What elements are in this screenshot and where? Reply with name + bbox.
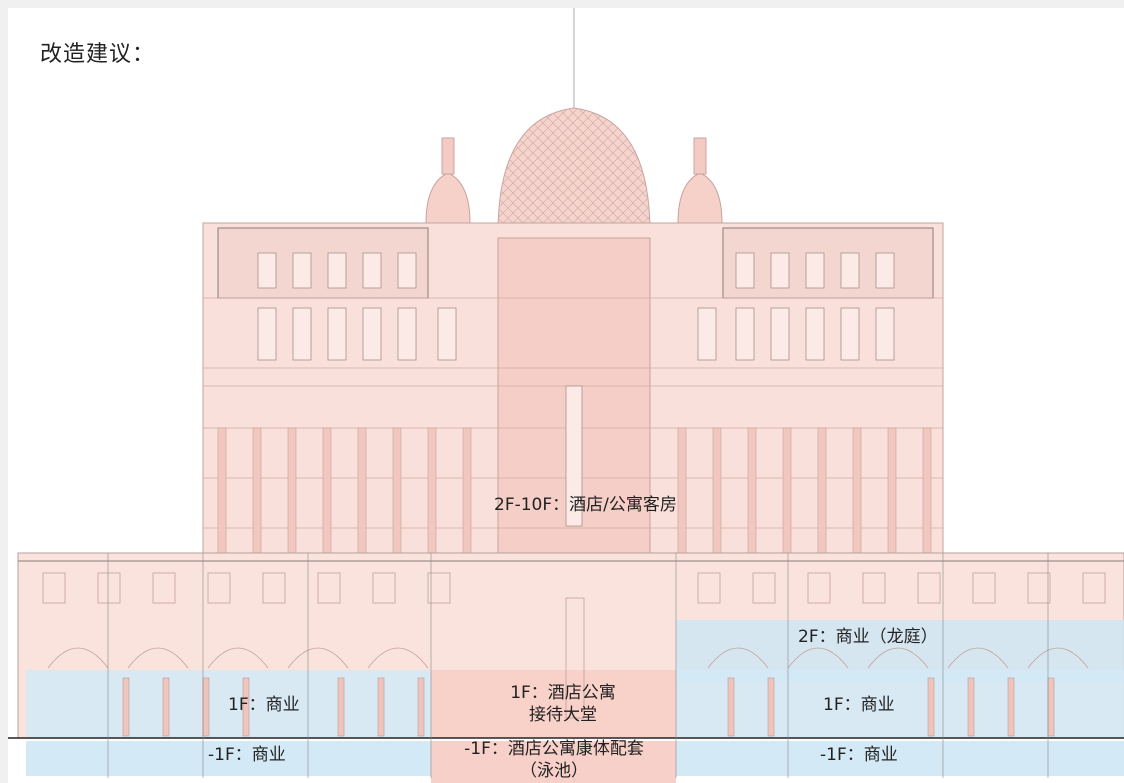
zone-label-b1-amenities-line1: -1F：酒店公寓康体配套 [464, 739, 644, 759]
podium-columns [122, 677, 1055, 737]
right-cupola [677, 172, 723, 224]
zone-b1-right-commercial-tint [676, 741, 1124, 776]
left-mansard-roof [217, 227, 429, 299]
zone-label-1f-hotel-line1: 1F：酒店公寓 [510, 683, 616, 703]
left-spire [441, 137, 455, 175]
zone-b1-left-commercial-tint [26, 741, 431, 776]
building-elevation-drawing [8, 8, 1124, 783]
left-cupola [425, 172, 471, 224]
slide-title: 改造建议： [40, 42, 156, 67]
right-spire [693, 137, 707, 175]
zone-label-1f-right-commercial: 1F：商业 [823, 695, 895, 715]
zone-1f-right-commercial-tint [676, 670, 1124, 738]
zone-label-2f-commercial: 2F：商业（龙庭） [798, 627, 938, 647]
zone-1f-hotel-lobby-tint [431, 670, 676, 738]
grid-axis-ticks [107, 553, 1049, 778]
zone-label-1f-left-commercial: 1F：商业 [228, 695, 300, 715]
zone-1f-left-commercial-tint [26, 670, 431, 738]
zone-label-b1-right-commercial: -1F：商业 [820, 745, 898, 765]
tower-windows [257, 252, 895, 527]
zone-label-upper-floors: 2F-10F：酒店/公寓客房 [494, 495, 677, 515]
zone-b1-hotel-amenities-tint [431, 741, 676, 783]
zone-label-1f-hotel-line2: 接待大堂 [529, 705, 597, 725]
dome-lattice [498, 108, 650, 233]
right-mansard-roof [722, 227, 934, 299]
zone-label-b1-left-commercial: -1F：商业 [208, 745, 286, 765]
slide: 改造建议： [8, 8, 1124, 783]
tower-pilasters [217, 427, 932, 559]
zone-label-1f-hotel-lobby: 1F：酒店公寓 接待大堂 [488, 682, 638, 726]
zone-label-b1-amenities-line2: （泳池） [520, 761, 588, 781]
podium-window-bays [42, 572, 1106, 719]
zone-label-b1-hotel-amenities: -1F：酒店公寓康体配套 （泳池） [440, 738, 668, 782]
